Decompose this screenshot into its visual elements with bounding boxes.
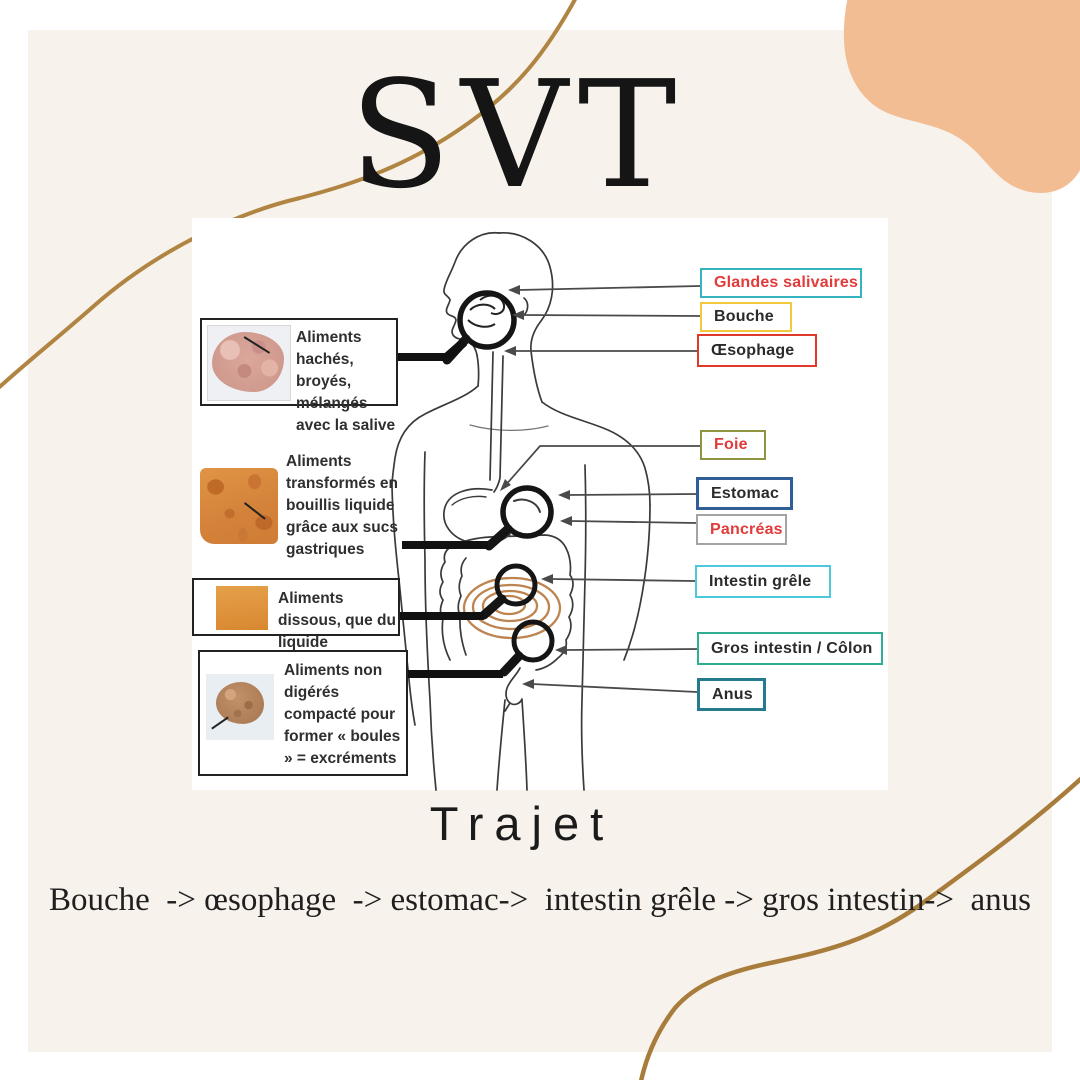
photo-annotation-line	[211, 716, 229, 730]
liquid-mash-photo	[200, 468, 278, 544]
organ-label-oesophage: Œsophage	[697, 334, 817, 367]
organ-label-foie: Foie	[700, 430, 766, 460]
orange-liquid-photo	[216, 586, 268, 630]
organ-label-glandes-salivaires: Glandes salivaires	[700, 268, 862, 298]
note-chewed-food: Aliments hachés, broyés, mélangés avec l…	[200, 318, 398, 434]
note-text: Aliments non digérés compacté pour forme…	[284, 662, 401, 767]
photo-annotation-line	[244, 502, 266, 520]
organ-label-intestin-grele: Intestin grêle	[695, 565, 831, 598]
organ-label-gros-intestin-colon: Gros intestin / Côlon	[697, 632, 883, 665]
organ-label-bouche: Bouche	[700, 302, 792, 332]
note-text: Aliments transformés en bouillis liquide…	[286, 453, 399, 558]
page-title: SVT	[349, 49, 687, 221]
note-text: Aliments hachés, broyés, mélangés avec l…	[296, 329, 396, 434]
note-liquid-mash: Aliments transformés en bouillis liquide…	[198, 448, 402, 560]
note-text: Aliments dissous, que du liquide	[278, 590, 396, 651]
organ-label-estomac: Estomac	[696, 477, 793, 510]
organ-label-anus: Anus	[697, 678, 766, 711]
subtitle-trajet: Trajet	[429, 797, 615, 850]
organ-label-pancreas: Pancréas	[696, 514, 787, 545]
stool-photo	[206, 674, 274, 740]
note-dissolved-food: Aliments dissous, que du liquide	[192, 578, 400, 651]
minced-food-photo	[207, 325, 291, 401]
digestive-route-text: Bouche -> œsophage -> estomac-> intestin…	[49, 882, 1031, 918]
note-excrement: Aliments non digérés compacté pour forme…	[198, 650, 408, 776]
